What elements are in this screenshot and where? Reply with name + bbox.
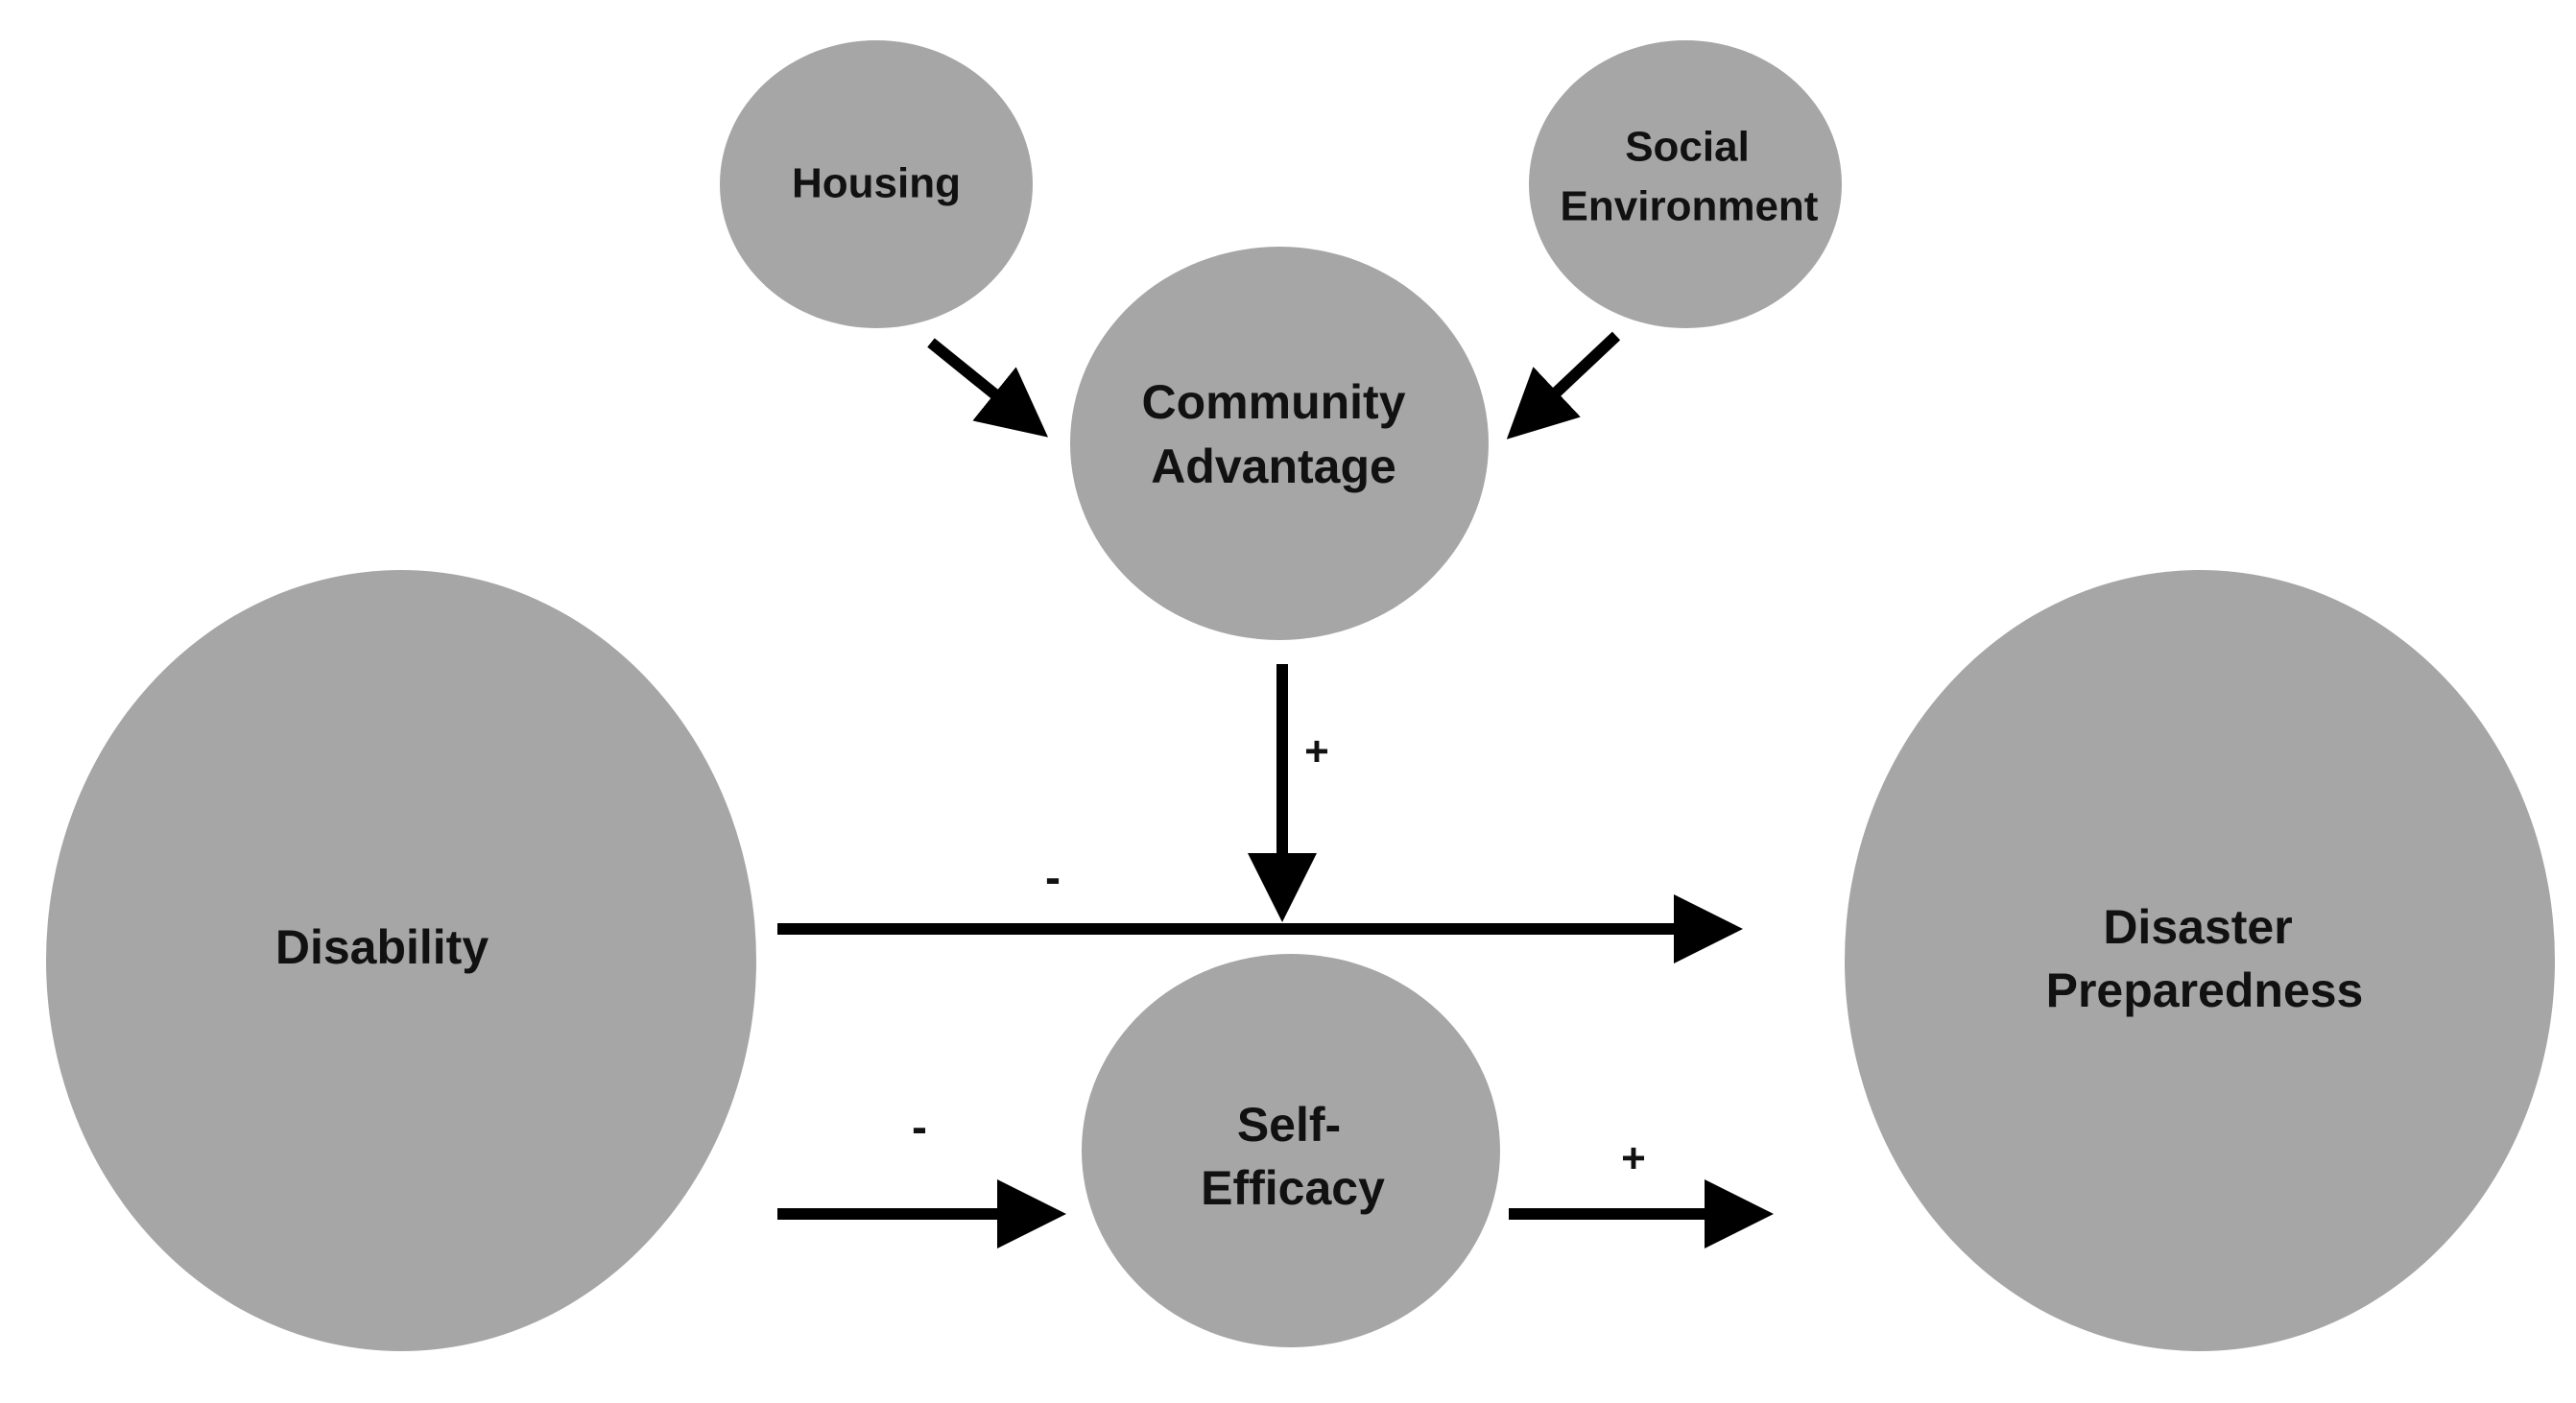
disability-node: Disability: [46, 570, 756, 1351]
sign-self-efficacy-to-preparedness: +: [1621, 1135, 1646, 1182]
community-advantage-circle: [1070, 247, 1489, 640]
disability-circle: [46, 570, 756, 1351]
arrow-housing-to-community: [927, 338, 1048, 438]
disability-label: Disability: [275, 920, 489, 974]
housing-label: Housing: [792, 160, 961, 207]
self-efficacy-label-line1: Self-: [1237, 1098, 1341, 1152]
self-efficacy-label-line2: Efficacy: [1201, 1161, 1385, 1215]
social-environment-label-line1: Social: [1625, 124, 1750, 171]
social-environment-circle: [1529, 40, 1842, 328]
self-efficacy-circle: [1082, 954, 1500, 1347]
disaster-preparedness-circle: [1845, 570, 2555, 1351]
social-environment-label-line2: Environment: [1561, 183, 1819, 230]
disaster-preparedness-label-line1: Disaster: [2103, 900, 2292, 954]
disaster-preparedness-label-line2: Preparedness: [2046, 963, 2364, 1017]
self-efficacy-node: Self- Efficacy: [1082, 954, 1500, 1347]
housing-node: Housing: [720, 40, 1033, 328]
sign-community-to-path: +: [1304, 728, 1329, 775]
disaster-preparedness-node: Disaster Preparedness: [1845, 570, 2555, 1351]
sign-disability-to-self-efficacy: -: [912, 1103, 927, 1153]
community-advantage-node: Community Advantage: [1070, 247, 1489, 640]
arrow-social-to-community: [1506, 331, 1621, 440]
community-advantage-label-line1: Community: [1142, 375, 1406, 429]
sign-disability-to-preparedness: -: [1045, 853, 1061, 904]
social-environment-node: Social Environment: [1529, 40, 1842, 328]
housing-circle: [720, 40, 1033, 328]
community-advantage-label-line2: Advantage: [1151, 440, 1396, 493]
